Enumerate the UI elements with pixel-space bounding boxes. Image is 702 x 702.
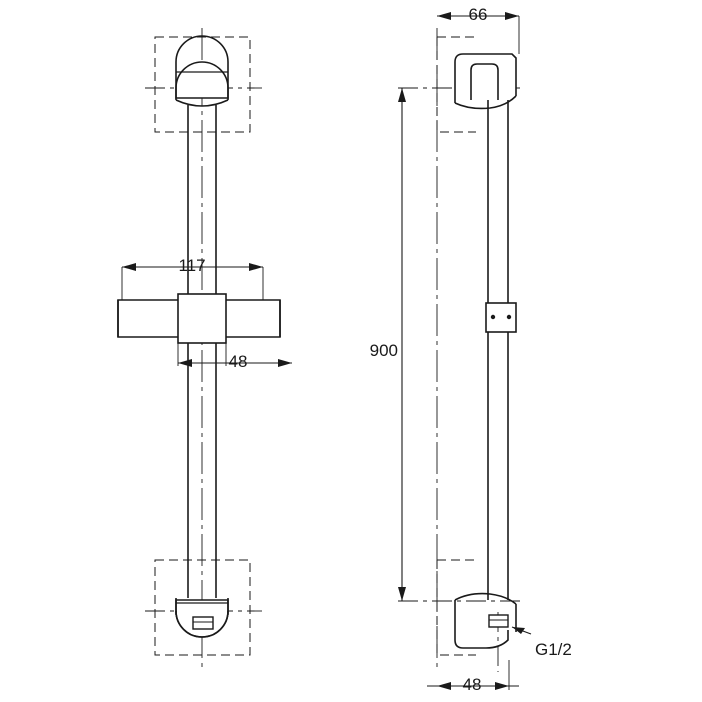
side-bottom-bracket-outline: [454, 600, 486, 649]
dim-900-arrow-top: [398, 88, 406, 102]
dim-48-front-label: 48: [229, 352, 248, 371]
front-top-mount-outline: [154, 36, 251, 133]
dim-48-front-arrow-right: [278, 359, 292, 367]
dim-48-side-arrow-left: [437, 682, 451, 690]
front-inlet-fitting: [192, 616, 214, 630]
side-outlet-fitting: [488, 614, 509, 628]
dim-900-label: 900: [370, 341, 398, 360]
dim-117-arrow-right: [249, 263, 263, 271]
dim-900-arrow-bottom: [398, 587, 406, 601]
side-bottom-bracket-foot: [485, 630, 509, 649]
side-bottom-mount-outline: [436, 560, 476, 656]
side-top-bracket-base: [454, 95, 517, 110]
side-bottom-bracket-top: [454, 592, 517, 605]
front-bottom-bracket-arc: [175, 610, 229, 638]
dim-48-front-arrow-left: [178, 359, 192, 367]
dim-48-side-arrow-right: [495, 682, 509, 690]
g12-label: G1/2: [535, 640, 572, 659]
g12-leader-arrow: [512, 627, 525, 634]
dim-66-arrow-right: [505, 12, 519, 20]
side-top-bracket-inner: [470, 63, 499, 100]
front-top-bracket-head: [175, 61, 229, 99]
dim-66-label: 66: [469, 5, 488, 24]
dim-48-side-label: 48: [463, 675, 482, 694]
side-slider-block: [485, 302, 517, 333]
side-slider-pin-right: [506, 314, 512, 320]
front-top-bracket-arc: [175, 35, 229, 63]
dim-66-arrow-left: [437, 12, 451, 20]
front-bottom-mount-outline: [154, 559, 251, 656]
front-slider-clamp: [177, 293, 227, 344]
front-view: 117 48: [117, 28, 292, 672]
side-slider-pin-left: [490, 314, 496, 320]
front-top-bracket-bottom: [175, 99, 229, 107]
dim-117-arrow-left: [122, 263, 136, 271]
side-view: G1/2 66 900 48: [370, 5, 572, 694]
dim-117-label: 117: [178, 256, 205, 275]
